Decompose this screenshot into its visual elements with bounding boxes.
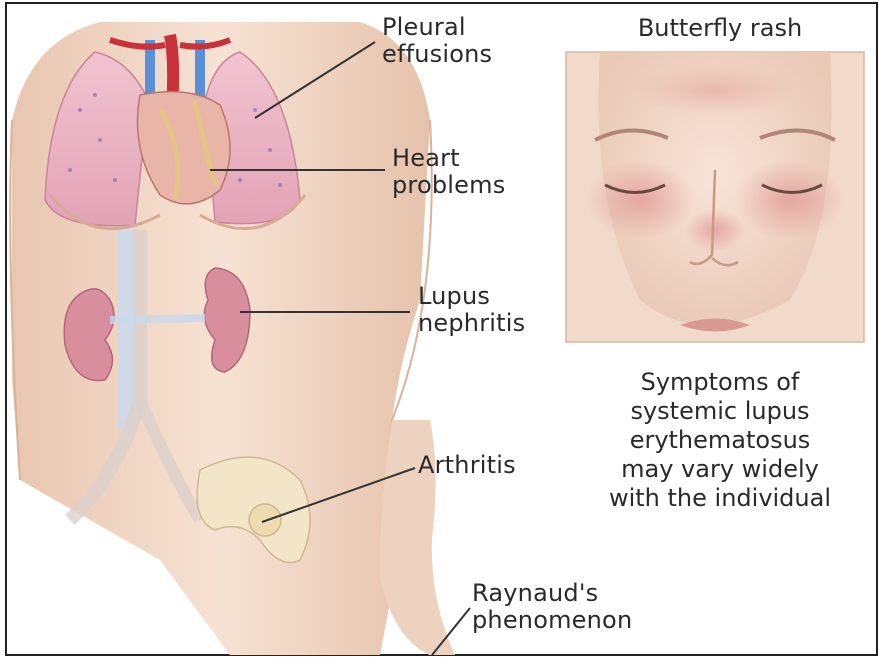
- butterfly-rash-title: Butterfly rash: [575, 14, 865, 42]
- label-arthritis: Arthritis: [418, 452, 516, 479]
- caption-line: with the individual: [560, 484, 880, 513]
- caption-line: erythematosus: [560, 426, 880, 455]
- label-line: phenomenon: [472, 607, 632, 634]
- label-line: Pleural: [382, 14, 492, 41]
- label-pleural-effusions: Pleural effusions: [382, 14, 492, 68]
- label-raynauds-phenomenon: Raynaud's phenomenon: [472, 580, 632, 634]
- caption-line: may vary widely: [560, 455, 880, 484]
- label-line: Heart: [392, 145, 505, 172]
- label-heart-problems: Heart problems: [392, 145, 505, 199]
- label-line: Raynaud's: [472, 580, 632, 607]
- label-line: Arthritis: [418, 452, 516, 479]
- caption-line: systemic lupus: [560, 397, 880, 426]
- label-lupus-nephritis: Lupus nephritis: [418, 283, 525, 337]
- symptoms-caption: Symptoms of systemic lupus erythematosus…: [560, 368, 880, 513]
- face-panel: [566, 52, 864, 342]
- label-line: nephritis: [418, 310, 525, 337]
- label-line: effusions: [382, 41, 492, 68]
- label-line: Lupus: [418, 283, 525, 310]
- label-line: problems: [392, 172, 505, 199]
- vena-cava: [118, 230, 134, 430]
- caption-line: Symptoms of: [560, 368, 880, 397]
